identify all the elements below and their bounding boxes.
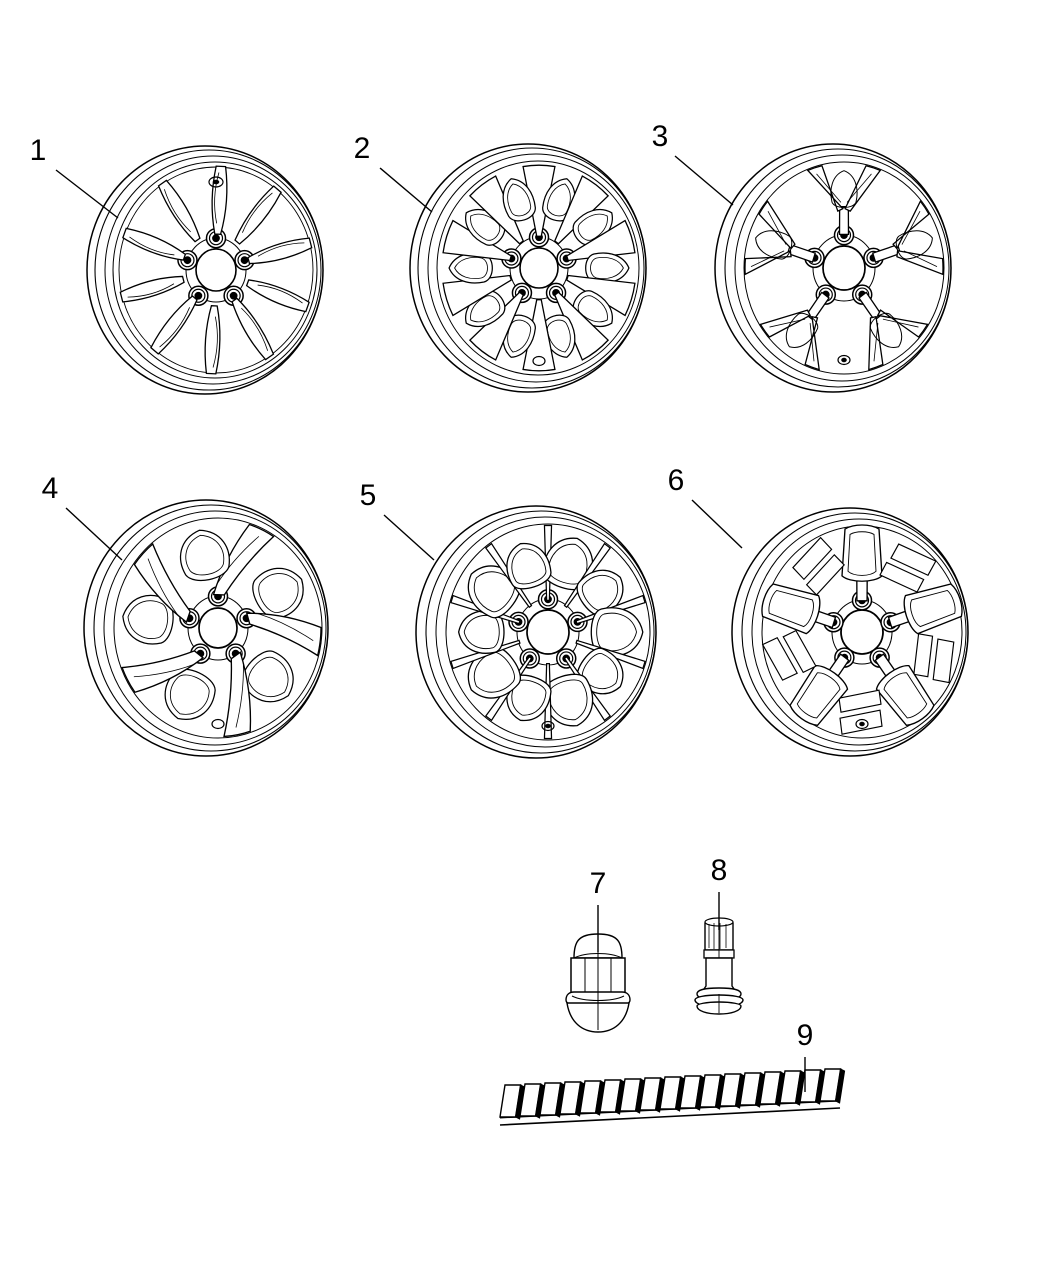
lug-nut-illustration — [566, 934, 630, 1032]
callout-number-1: 1 — [30, 134, 47, 167]
callout-number-7: 7 — [590, 867, 607, 900]
balance-weight-strip-illustration — [500, 1069, 845, 1125]
callout-6: 6 — [668, 464, 743, 549]
callout-leader-1 — [55, 169, 119, 219]
callout-7: 7 — [590, 867, 607, 952]
callout-number-2: 2 — [354, 132, 371, 165]
callout-2: 2 — [354, 132, 433, 213]
callout-number-5: 5 — [360, 479, 377, 512]
callout-number-3: 3 — [652, 120, 669, 153]
wheel-5-illustration — [415, 505, 657, 759]
wheel-6-illustration — [731, 507, 969, 757]
callout-number-9: 9 — [797, 1019, 814, 1052]
callout-9: 9 — [797, 1019, 814, 1092]
wheel-4-illustration — [83, 499, 329, 757]
callout-5: 5 — [360, 479, 435, 561]
callout-number-4: 4 — [42, 472, 59, 505]
callout-number-8: 8 — [711, 854, 728, 887]
wheel-2-illustration — [409, 143, 647, 393]
callout-3: 3 — [652, 120, 734, 206]
wheel-3-illustration — [714, 143, 952, 393]
callout-1: 1 — [30, 134, 119, 219]
callout-leader-3 — [674, 155, 734, 206]
valve-stem-illustration — [695, 918, 743, 1014]
callout-leader-6 — [691, 499, 743, 549]
callout-4: 4 — [42, 472, 123, 561]
callout-8: 8 — [711, 854, 728, 930]
callout-leader-2 — [379, 167, 433, 213]
callout-leader-5 — [383, 514, 435, 561]
callout-number-6: 6 — [668, 464, 685, 497]
callout-layer: 1 2 3 4 5 6 7 8 9 — [30, 120, 814, 1092]
callout-leader-4 — [65, 507, 123, 561]
wheel-1-illustration — [86, 145, 324, 395]
